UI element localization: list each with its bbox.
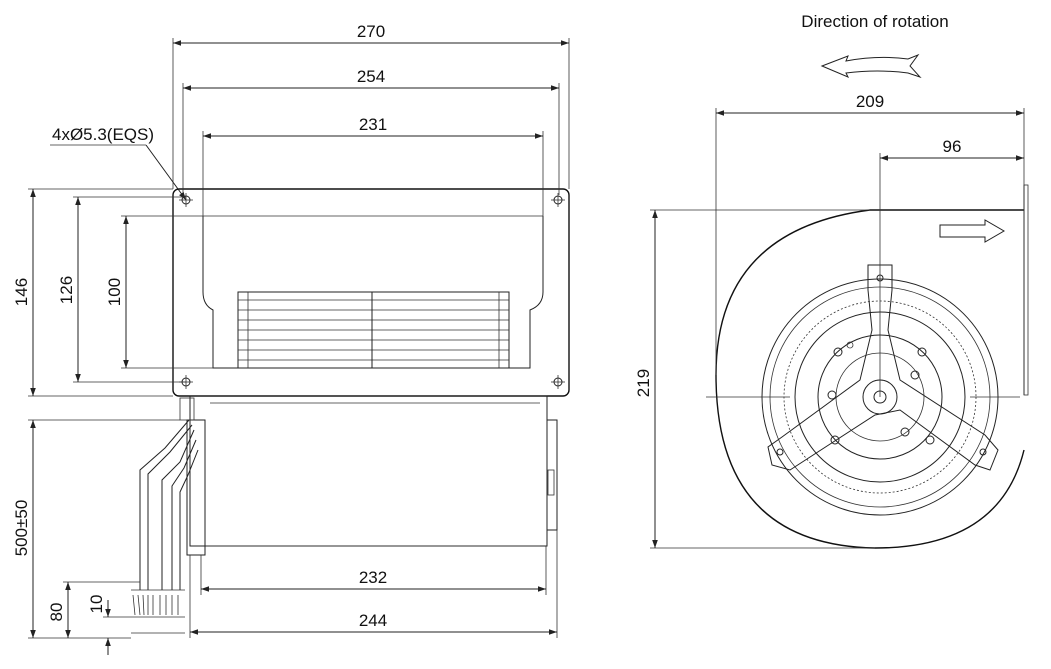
dimension-232: 232 bbox=[200, 546, 547, 595]
dimension-126: 126 bbox=[57, 196, 186, 383]
cable-harness bbox=[131, 419, 199, 634]
dim-label-100: 100 bbox=[105, 278, 124, 306]
motor-bracket bbox=[767, 264, 999, 471]
dimension-100: 100 bbox=[105, 215, 213, 369]
dim-label-219: 219 bbox=[634, 369, 653, 397]
dim-label-209: 209 bbox=[856, 92, 884, 111]
rotation-arrow-icon bbox=[820, 53, 922, 79]
dimension-96: 96 bbox=[879, 137, 1024, 397]
dimension-80: 80 bbox=[47, 581, 140, 638]
dim-label-254: 254 bbox=[357, 67, 385, 86]
dim-label-500: 500±50 bbox=[12, 500, 31, 557]
dim-label-80: 80 bbox=[47, 603, 66, 622]
dimension-231: 231 bbox=[202, 115, 544, 216]
front-view: 270 254 231 4xØ5.3(EQS) 232 bbox=[12, 22, 570, 655]
dim-label-270: 270 bbox=[357, 22, 385, 41]
hole-callout-label: 4xØ5.3(EQS) bbox=[52, 125, 154, 144]
dim-label-10: 10 bbox=[87, 595, 106, 614]
impeller-grille bbox=[237, 291, 510, 369]
airflow-arrow-icon bbox=[939, 219, 1005, 243]
dimension-10: 10 bbox=[87, 595, 131, 655]
hole-callout: 4xØ5.3(EQS) bbox=[50, 125, 187, 201]
dim-label-146: 146 bbox=[12, 278, 31, 306]
dimension-244: 244 bbox=[189, 530, 558, 638]
dimension-500: 500±50 bbox=[12, 419, 180, 639]
dimension-219: 219 bbox=[634, 209, 875, 549]
side-view: Direction of rotation bbox=[634, 12, 1029, 549]
dimension-254: 254 bbox=[182, 67, 560, 195]
dim-label-244: 244 bbox=[359, 611, 387, 630]
dimension-209: 209 bbox=[715, 92, 1025, 375]
dim-label-231: 231 bbox=[359, 115, 387, 134]
dimension-146: 146 bbox=[12, 188, 173, 397]
dim-label-232: 232 bbox=[359, 568, 387, 587]
rotation-label: Direction of rotation bbox=[801, 12, 948, 31]
motor-body bbox=[179, 395, 558, 556]
dim-label-96: 96 bbox=[943, 137, 962, 156]
scroll-housing bbox=[715, 209, 1025, 549]
dimension-270: 270 bbox=[172, 22, 570, 189]
dim-label-126: 126 bbox=[57, 276, 76, 304]
